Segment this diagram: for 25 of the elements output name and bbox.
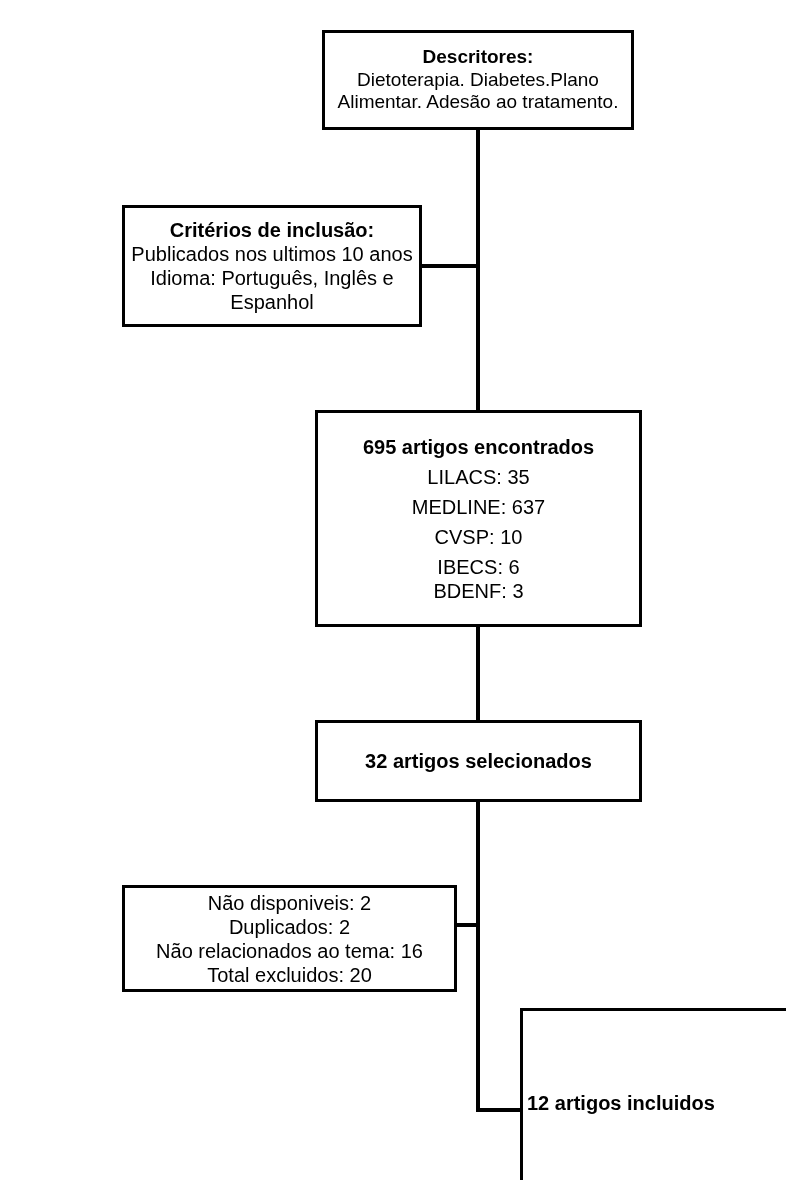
connector-line (476, 802, 520, 1112)
box-text: LILACS: 35 (426, 464, 531, 489)
box-heading: 695 artigos encontrados (361, 434, 596, 459)
process-box (322, 30, 634, 130)
box-text: Total excluidos: 20 (206, 962, 373, 987)
box-text: Publicados nos ultimos 10 anos Idioma: Português, Inglês e Espanhol (130, 242, 414, 314)
process-box (122, 885, 457, 992)
connector-line (476, 627, 480, 720)
process-box (520, 1008, 786, 1180)
box-text: Dietoterapia. Diabetes.Plano Alimentar. Adesão ao tratamento. (336, 68, 620, 115)
box-text: MEDLINE: 637 (410, 494, 547, 519)
box-text: Não disponiveis: 2 (206, 890, 373, 915)
box-text: Não relacionados ao tema: 16 (155, 938, 424, 963)
process-box (315, 410, 642, 627)
box-heading: 32 artigos selecionados (364, 749, 593, 773)
process-box (122, 205, 422, 327)
box-text: CVSP: 10 (433, 524, 524, 549)
process-box (315, 720, 642, 802)
connector-line (422, 264, 480, 410)
box-heading: Descritores: (421, 45, 535, 69)
box-heading: 12 artigos incluidos (526, 1091, 716, 1115)
box-text: BDENF: 3 (432, 578, 525, 603)
box-heading: Critérios de inclusão: (168, 218, 376, 242)
box-text: IBECS: 6 (436, 554, 521, 579)
box-text: Duplicados: 2 (227, 914, 352, 939)
